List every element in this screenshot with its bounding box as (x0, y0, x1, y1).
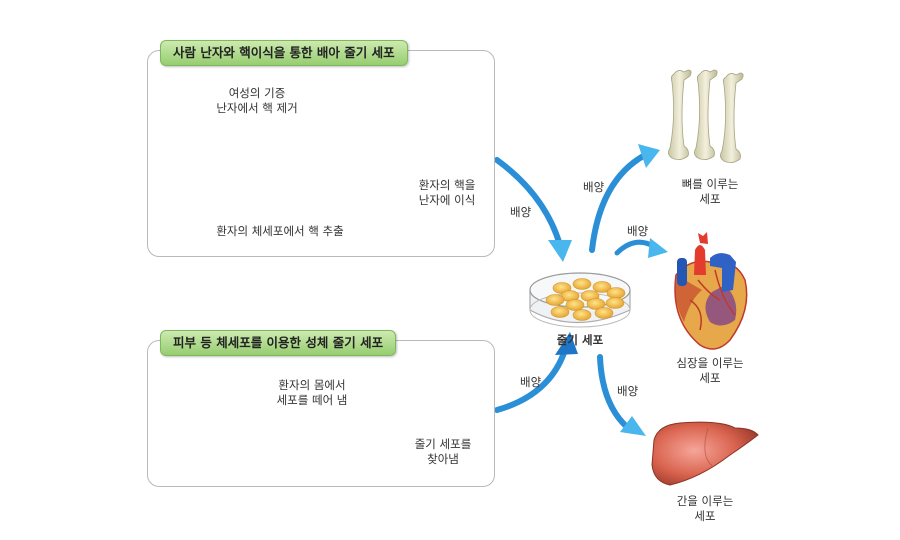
dish-cell (592, 281, 612, 293)
culture-label-adult: 배양 (520, 375, 542, 389)
label-find-stem-cells: 줄기 세포를 찾아냄 (403, 437, 483, 467)
dish-cell (572, 309, 592, 321)
liver-illustration (651, 421, 759, 486)
stem-cell-label: 줄기 세포 (556, 333, 604, 347)
femur-bone (694, 69, 718, 160)
culture-arrow-to-bone (589, 144, 660, 253)
culture-arrow-to-heart (614, 238, 668, 258)
femur-bone (668, 69, 692, 160)
label-transplant-line2: 난자에 이식 (418, 193, 476, 207)
culture-label-embryonic: 배양 (510, 205, 532, 219)
label-find-stem-line1: 줄기 세포를 (414, 437, 472, 451)
culture-arrow-from-adult (494, 332, 578, 413)
dish-cells (545, 278, 626, 321)
heart-label-line2: 세포 (699, 371, 721, 385)
label-extract-cells: 환자의 몸에서 세포를 떼어 냄 (262, 378, 362, 408)
bone-cell-label: 뼈를 이루는 세포 (665, 177, 755, 207)
dish-cell (606, 287, 626, 299)
bone-label-line1: 뼈를 이루는 (681, 177, 739, 191)
heart-cell-label: 심장을 이루는 세포 (660, 356, 760, 386)
culture-label-bone: 배양 (583, 180, 605, 194)
bone-illustration (668, 69, 744, 163)
label-remove-nucleus-line2: 난자에서 핵 제거 (216, 101, 298, 115)
label-remove-nucleus-line1: 여성의 기증 (228, 86, 286, 100)
dish-cell (545, 294, 565, 306)
dish-cell (550, 306, 570, 318)
embryonic-stem-cell-panel (147, 50, 495, 257)
heart-label-line1: 심장을 이루는 (676, 356, 744, 370)
label-extract-cells-line1: 환자의 몸에서 (278, 378, 346, 392)
liver-label-line1: 간을 이루는 (676, 494, 734, 508)
heart-illustration (674, 232, 748, 350)
culture-label-liver: 배양 (617, 384, 639, 398)
bone-label-line2: 세포 (699, 192, 721, 206)
adult-stem-cell-panel (147, 340, 495, 487)
dish-cell (572, 278, 592, 290)
adult-panel-title: 피부 등 체세포를 이용한 성체 줄기 세포 (160, 330, 397, 356)
dish-cell (565, 299, 585, 311)
label-find-stem-line2: 찾아냄 (427, 452, 459, 466)
label-remove-nucleus: 여성의 기증 난자에서 핵 제거 (212, 86, 302, 116)
dish-cell (605, 297, 625, 309)
label-transplant-nucleus: 환자의 핵을 난자에 이식 (405, 178, 489, 208)
culture-arrow-from-embryonic (494, 157, 572, 262)
culture-arrow-to-liver (597, 354, 646, 436)
label-extract-cells-line2: 세포를 떼어 냄 (276, 393, 348, 407)
label-extract-nucleus: 환자의 체세포에서 핵 추출 (216, 224, 344, 238)
label-transplant-line1: 환자의 핵을 (418, 178, 476, 192)
embryonic-panel-title: 사람 난자와 핵이식을 통한 배아 줄기 세포 (160, 40, 408, 66)
liver-cell-label: 간을 이루는 세포 (660, 494, 750, 524)
femur-bone (720, 72, 744, 163)
dish-cell (586, 298, 606, 310)
dish-cell (594, 307, 614, 319)
culture-label-heart: 배양 (627, 224, 649, 238)
liver-label-line2: 세포 (694, 509, 716, 523)
